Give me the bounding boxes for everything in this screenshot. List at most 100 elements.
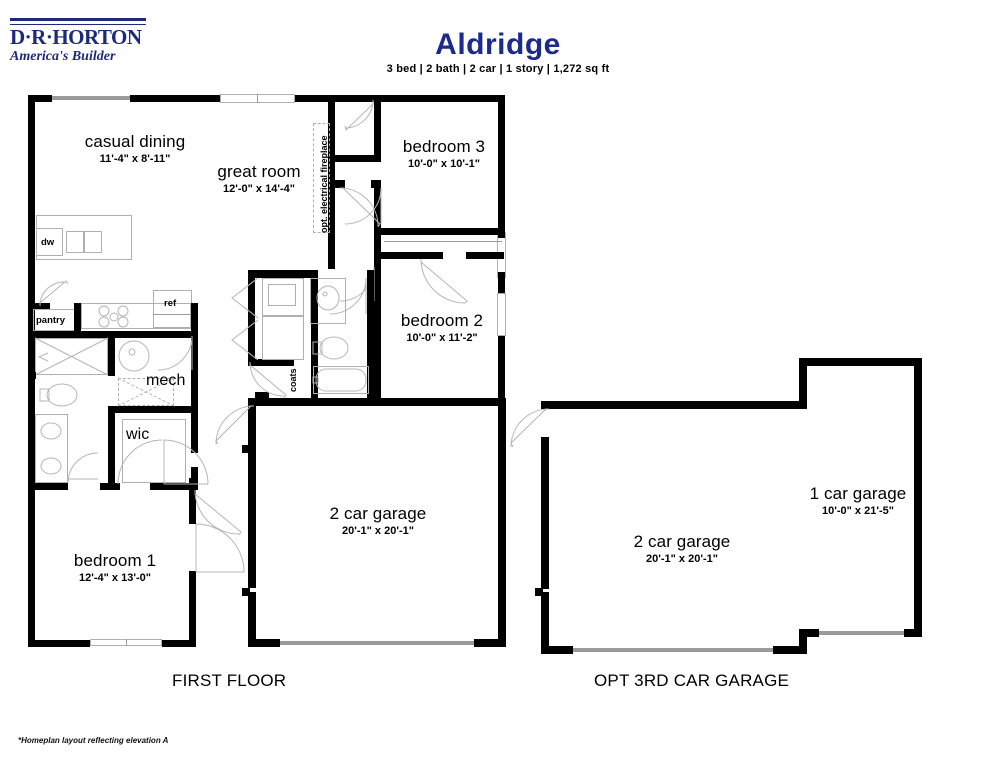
dw-label: dw	[41, 237, 55, 248]
exterior-wall-right-upper	[498, 95, 505, 232]
exterior-wall-right-bed1-upper	[189, 478, 196, 520]
dryer	[262, 316, 304, 360]
hall-door-swing-b	[344, 187, 382, 225]
opt-fireplace-label: opt. electrical fireplace	[319, 135, 329, 233]
interior-wall-linen-bottom-b	[466, 252, 504, 259]
bath2-door-swing	[329, 277, 367, 315]
exterior-wall-top-left	[28, 95, 52, 102]
interior-wall-linen-left	[374, 235, 381, 271]
logo-rule-thin	[10, 24, 146, 25]
opt-fireplace-outline	[313, 123, 330, 233]
room-dim: 20'-1" x 20'-1"	[646, 553, 718, 565]
wall-coats-right	[311, 366, 318, 406]
exterior-wall-left-bath	[28, 330, 35, 495]
room-name: casual dining	[84, 132, 186, 151]
plan-specs: 3 bed | 2 bath | 2 car | 1 story | 1,272…	[386, 63, 610, 75]
wall-bath-bottom-b	[100, 483, 120, 490]
bedroom3-door-swing	[344, 99, 374, 131]
room-label-2-car-garage: 2 car garage 20'-1" x 20'-1"	[288, 505, 468, 537]
mech-door-swing	[157, 335, 193, 371]
room-label-bedroom1: bedroom 1 12'-4" x 13'-0"	[40, 552, 190, 584]
room-dim: 10'-0" x 21'-5"	[822, 505, 894, 517]
shelf-cross-upper	[34, 337, 109, 376]
exterior-wall-right-mid	[498, 232, 505, 238]
wall-laundry-left	[248, 270, 255, 366]
kitchen-counter-back	[81, 303, 191, 329]
mech-label: mech	[146, 372, 186, 389]
room-dim: 11'-4" x 8'-11"	[99, 153, 171, 165]
garage-wall-left-nub-a	[242, 445, 250, 453]
bath2-sink-icon	[316, 285, 340, 311]
room-name: bedroom 2	[400, 311, 484, 330]
opt-wall-right-lower	[914, 416, 922, 633]
mech-unit-cross	[117, 377, 175, 407]
wall-bath-right	[108, 338, 115, 376]
interior-wall-greatroom-right-b	[328, 167, 335, 237]
room-name: bedroom 1	[73, 551, 157, 570]
opt-wall-bottom-left	[541, 646, 573, 654]
room-label-bedroom3: bedroom 3 10'-0" x 10'-1"	[385, 138, 503, 170]
opt-garage-caption: OPT 3RD CAR GARAGE	[594, 671, 790, 690]
refrigerator-divider	[154, 314, 191, 315]
wall-wic-right-b	[191, 467, 198, 490]
window-top-greatroom-mullion	[257, 94, 258, 103]
kitchen-wall-left-nub	[28, 303, 50, 310]
washer-panel	[268, 284, 296, 306]
cooktop-icon	[98, 305, 129, 328]
window-top-dining	[52, 96, 130, 100]
wall-bath-top	[28, 331, 198, 338]
hall-door-swing-a	[339, 187, 381, 228]
wall-bath-bottom-a	[28, 483, 68, 490]
room-label-great-room: great room 12'-0" x 14'-4"	[180, 163, 338, 195]
opt-garage-door-opening-single	[819, 631, 904, 635]
room-dim: 10'-0" x 11'-2"	[406, 332, 478, 344]
interior-wall-hall-top	[335, 155, 381, 162]
interior-wall-bed3-left	[374, 95, 381, 157]
wall-shelf-nub	[28, 372, 36, 379]
interior-wall-bed2-bottom	[374, 399, 506, 406]
wall-wic-bottom	[150, 483, 198, 490]
pantry-door-swing	[39, 280, 69, 307]
interior-wall-linen-top	[374, 228, 502, 235]
entry-door-swing	[195, 523, 245, 573]
garage-wall-left-upper	[248, 398, 256, 448]
opt-garage-entry-door-swing	[510, 408, 550, 448]
opt-wall-left	[541, 437, 549, 589]
opt-wall-top-left	[541, 401, 807, 409]
water-heater-icon	[118, 340, 150, 372]
room-dim: 20'-1" x 20'-1"	[342, 525, 414, 537]
wall-laundry-bottom	[248, 359, 294, 366]
exterior-wall-top-right	[295, 95, 335, 102]
room-label-bedroom2: bedroom 2 10'-0" x 11'-2"	[382, 312, 502, 344]
coats-label: coats	[288, 368, 298, 392]
wic-door-swing	[117, 439, 163, 485]
opt-wall-top-right	[799, 358, 922, 366]
entry-door-jamb-top	[189, 520, 196, 524]
wall-laundry-top-b	[248, 270, 318, 278]
opt-wall-bottom-step	[773, 646, 807, 654]
dr-horton-logo: D·R·HORTON America's Builder	[10, 18, 150, 64]
wall-wic-right	[191, 413, 198, 453]
exterior-wall-top-bed3	[335, 95, 505, 102]
garage-wall-left-nub-b	[242, 588, 250, 596]
interior-wall-hall-jamb	[335, 180, 345, 188]
opt-wall-left-upper	[541, 401, 549, 409]
exterior-wall-bottom-bed1-a	[28, 640, 90, 647]
wall-coats-bottom	[255, 392, 269, 399]
room-name: 2 car garage	[329, 504, 427, 523]
wall-mech-right	[191, 338, 198, 408]
exterior-wall-right-bed1-lower	[189, 575, 196, 647]
exterior-wall-left-upper	[28, 95, 35, 330]
wall-mech-bottom	[115, 406, 198, 413]
master-bath-door-swing	[67, 452, 99, 484]
exterior-wall-bottom-bed1-b	[162, 640, 196, 647]
opt-wall-left-lower	[541, 592, 549, 654]
mech-unit-dashed	[118, 378, 174, 406]
bedroom1-door-swing	[194, 489, 242, 536]
opt-wall-left-nub	[535, 588, 543, 596]
opt-room-label-2-car-garage: 2 car garage 20'-1" x 20'-1"	[592, 533, 772, 565]
bedroom1-closet-door-swing	[163, 439, 209, 485]
dishwasher	[36, 228, 63, 256]
refrigerator	[153, 290, 192, 328]
room-dim: 10'-0" x 10'-1"	[408, 158, 480, 170]
